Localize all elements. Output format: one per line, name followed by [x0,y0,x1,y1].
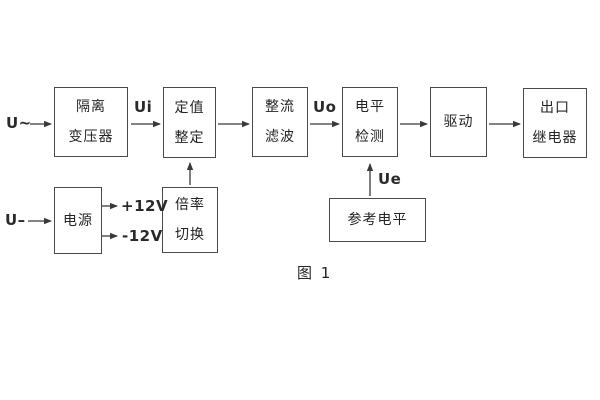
block-label: 检测 [355,129,385,145]
block-label: 整定 [174,129,205,146]
block-label: 参考电平 [347,212,408,228]
block-label: 驱动 [443,114,474,130]
block-multiplier-switch: 倍率 切换 [162,187,218,253]
block-label: 滤波 [265,129,295,145]
block-label: 出口 [540,100,570,116]
label-minus-12v: -12V [122,227,163,245]
block-power-supply: 电源 [54,187,102,254]
block-label: 隔离 [76,99,106,115]
block-label: 电平 [355,99,385,115]
label-signal-uo: Uo [313,98,337,116]
block-label: 电源 [63,212,93,229]
block-isolation-transformer: 隔离 变压器 [54,87,128,157]
block-level-detection: 电平 检测 [342,87,398,157]
label-u-dc-input: U– [5,211,26,229]
block-reference-level: 参考电平 [329,198,426,242]
label-signal-ue: Ue [378,170,402,188]
label-plus-12v: +12V [121,197,169,215]
block-label: 定值 [174,99,205,116]
block-drive: 驱动 [430,87,487,157]
block-output-relay: 出口 继电器 [523,88,587,158]
figure-caption: 图 1 [297,264,333,282]
block-value-setting: 定值 整定 [163,87,216,158]
block-label: 整流 [265,99,295,115]
block-label: 切换 [175,227,205,243]
label-u-ac-input: U~ [6,114,32,132]
label-signal-ui: Ui [134,98,153,116]
block-label: 变压器 [68,129,114,145]
block-label: 继电器 [532,130,578,146]
block-rectify-filter: 整流 滤波 [252,87,308,157]
block-label: 倍率 [175,197,205,213]
